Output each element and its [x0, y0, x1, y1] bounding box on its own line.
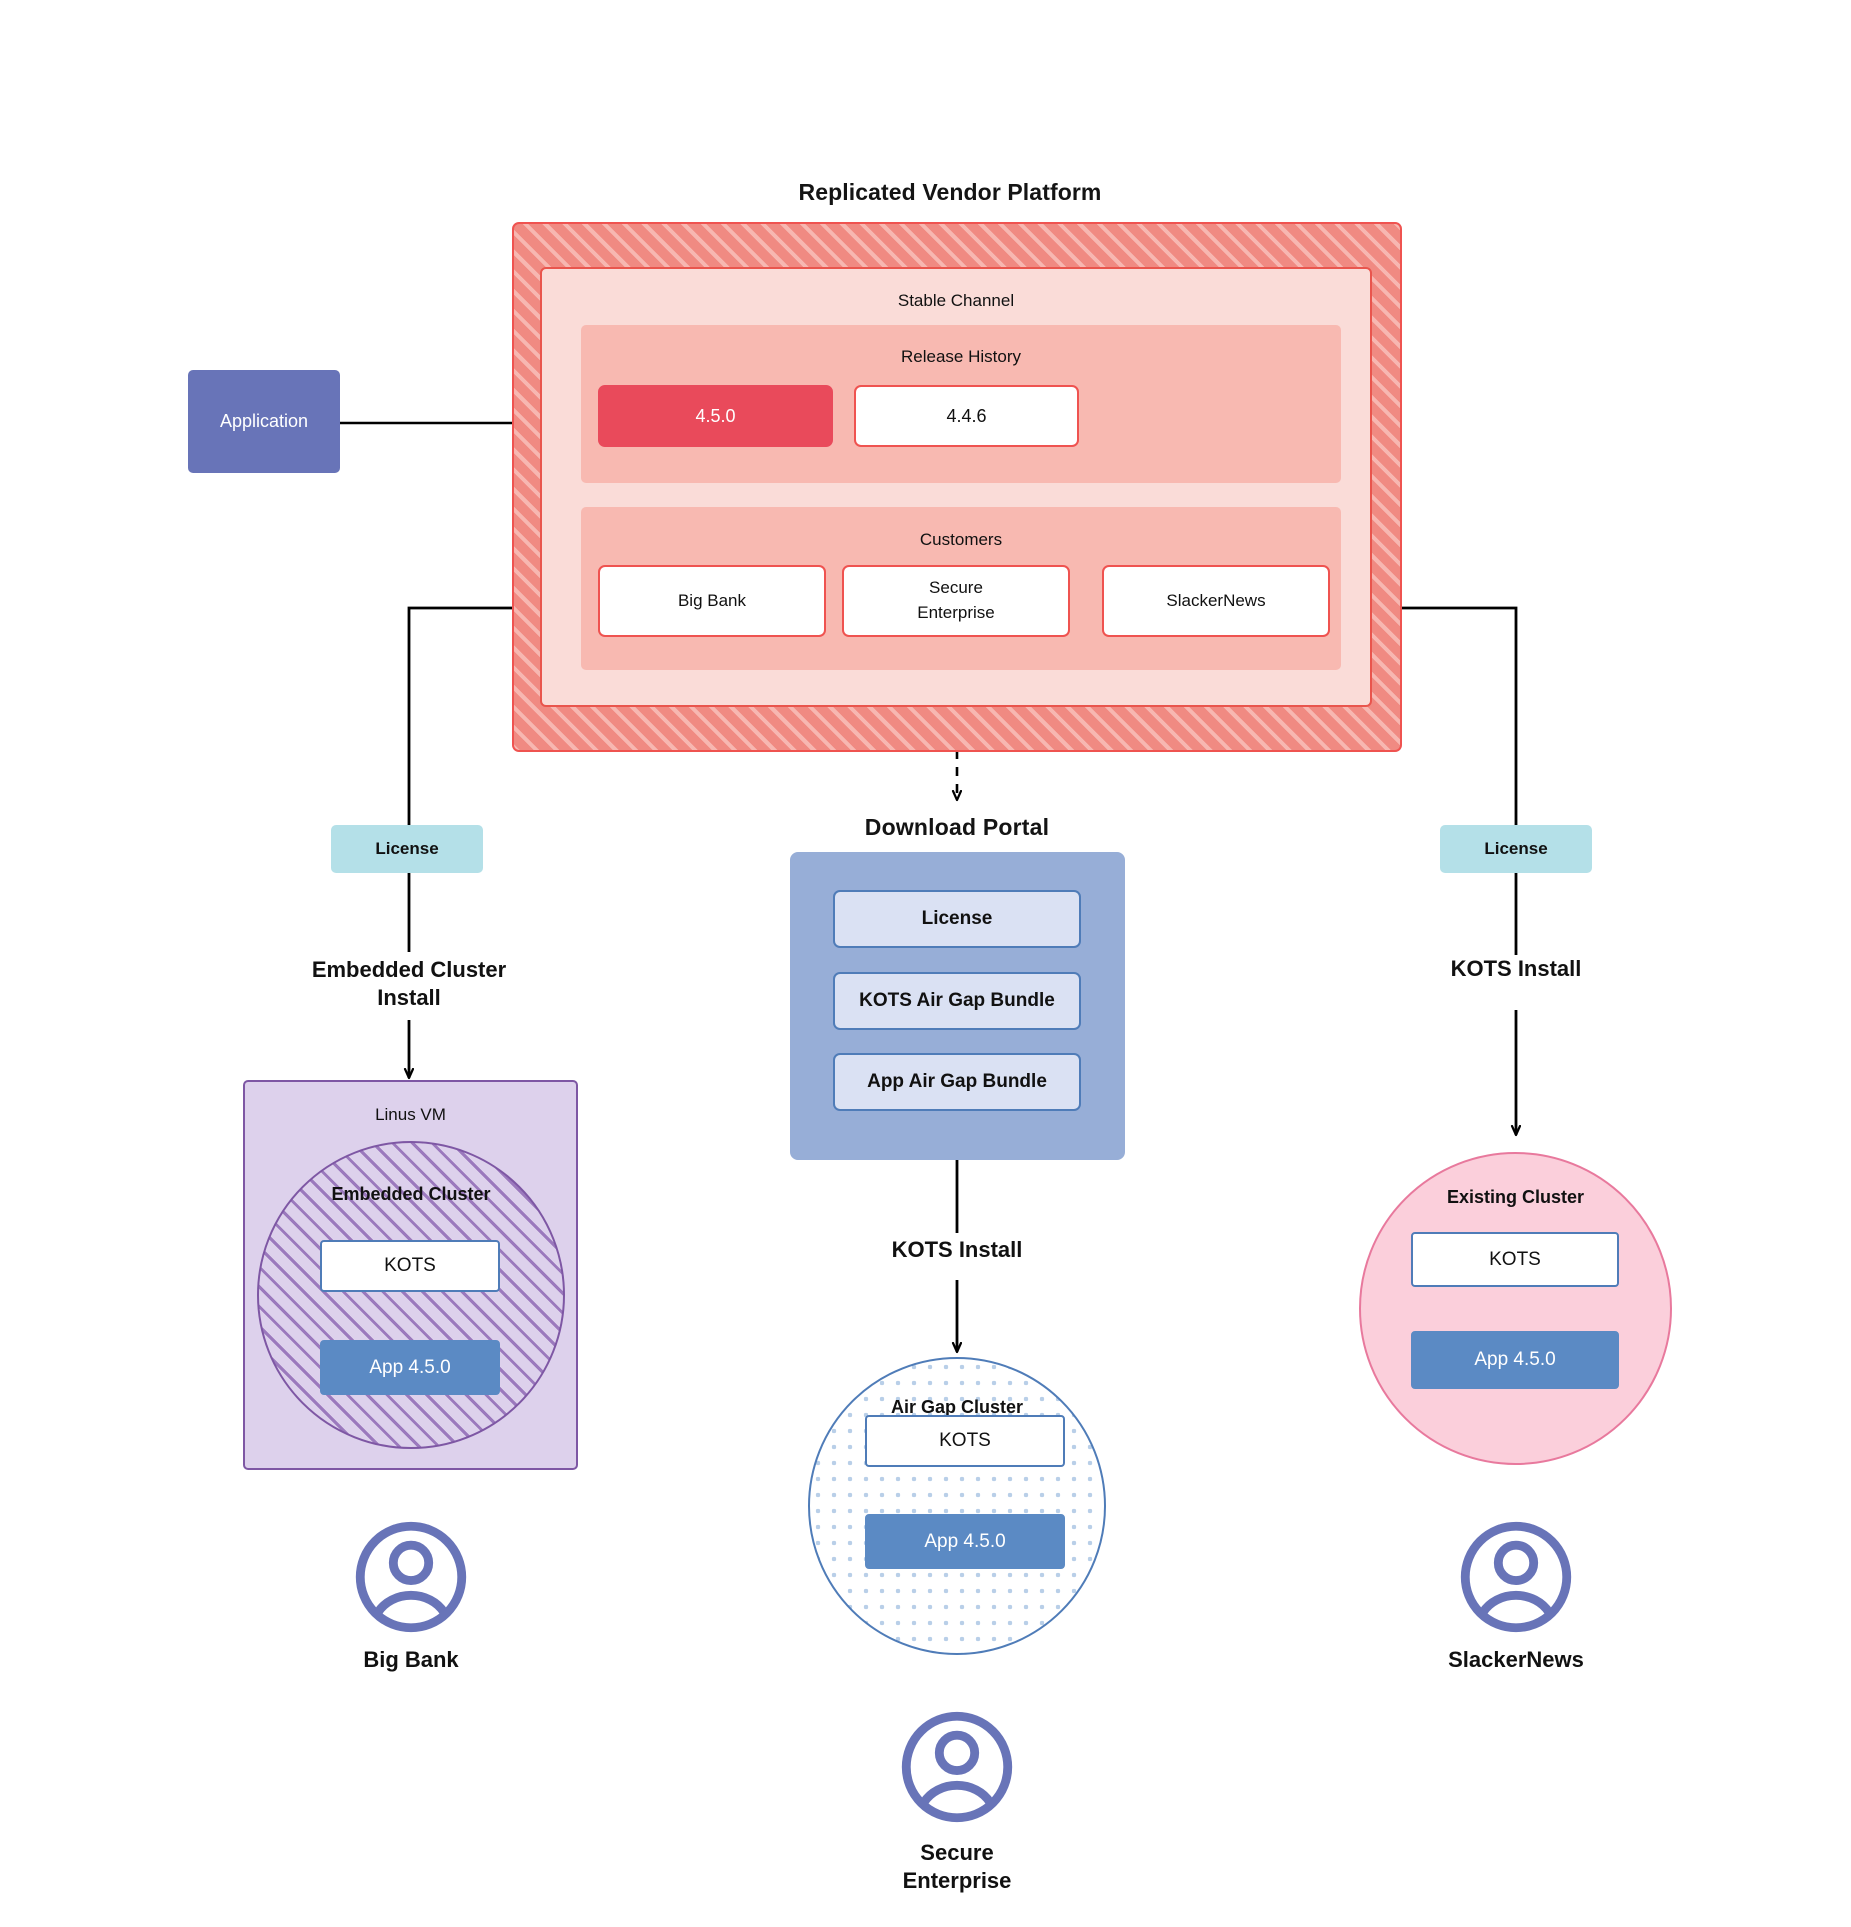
avatar-slackernews: [1457, 1518, 1575, 1636]
customer-label-slackernews: SlackerNews: [1448, 1646, 1584, 1672]
user-avatar-icon: [355, 1521, 467, 1633]
avatar-big-bank: [352, 1518, 470, 1636]
existing-cluster-title: Existing Cluster: [1446, 1186, 1585, 1207]
stable-channel-title: Stable Channel: [897, 291, 1015, 310]
embedded-cluster-circle: [257, 1141, 565, 1449]
customer-card-secure-enterprise[interactable]: Secure Enterprise: [842, 565, 1070, 637]
release-item-selected[interactable]: 4.5.0: [598, 385, 833, 447]
customers-title: Customers: [919, 530, 1003, 549]
download-portal-title: Download Portal: [864, 813, 1050, 840]
embedded-cluster-install-label: Embedded Cluster Install: [311, 956, 507, 1010]
customer-card-slackernews[interactable]: SlackerNews: [1102, 565, 1330, 637]
air-gap-cluster-title: Air Gap Cluster: [890, 1396, 1024, 1417]
license-chip-left[interactable]: License: [331, 825, 483, 873]
application-box[interactable]: Application: [188, 370, 340, 473]
customer-card-big-bank[interactable]: Big Bank: [598, 565, 826, 637]
kots-box-embedded[interactable]: KOTS: [320, 1240, 500, 1292]
app-version-box-airgap[interactable]: App 4.5.0: [865, 1514, 1065, 1569]
release-history-title: Release History: [901, 347, 1021, 366]
kots-box-airgap[interactable]: KOTS: [865, 1415, 1065, 1467]
existing-cluster-circle: [1359, 1152, 1672, 1465]
air-gap-cluster-circle: [808, 1357, 1106, 1655]
portal-item-app-air-gap-bundle[interactable]: App Air Gap Bundle: [833, 1053, 1081, 1111]
portal-item-kots-air-gap-bundle[interactable]: KOTS Air Gap Bundle: [833, 972, 1081, 1030]
customer-label-secure-enterprise: Secure Enterprise: [902, 1839, 1012, 1893]
avatar-secure-enterprise: [898, 1708, 1016, 1826]
user-avatar-icon: [901, 1711, 1013, 1823]
release-item[interactable]: 4.4.6: [854, 385, 1079, 447]
kots-box-existing[interactable]: KOTS: [1411, 1232, 1619, 1287]
user-avatar-icon: [1460, 1521, 1572, 1633]
kots-install-label-center: KOTS Install: [891, 1236, 1023, 1262]
portal-item-license[interactable]: License: [833, 890, 1081, 948]
kots-install-label-right: KOTS Install: [1450, 955, 1582, 981]
license-chip-right[interactable]: License: [1440, 825, 1592, 873]
embedded-cluster-title: Embedded Cluster: [331, 1183, 491, 1204]
page-title: Replicated Vendor Platform: [798, 178, 1102, 205]
customer-label-big-bank: Big Bank: [363, 1646, 459, 1672]
app-version-box-existing[interactable]: App 4.5.0: [1411, 1331, 1619, 1389]
app-version-box-embedded[interactable]: App 4.5.0: [320, 1340, 500, 1395]
linux-vm-title: Linus VM: [375, 1105, 446, 1124]
